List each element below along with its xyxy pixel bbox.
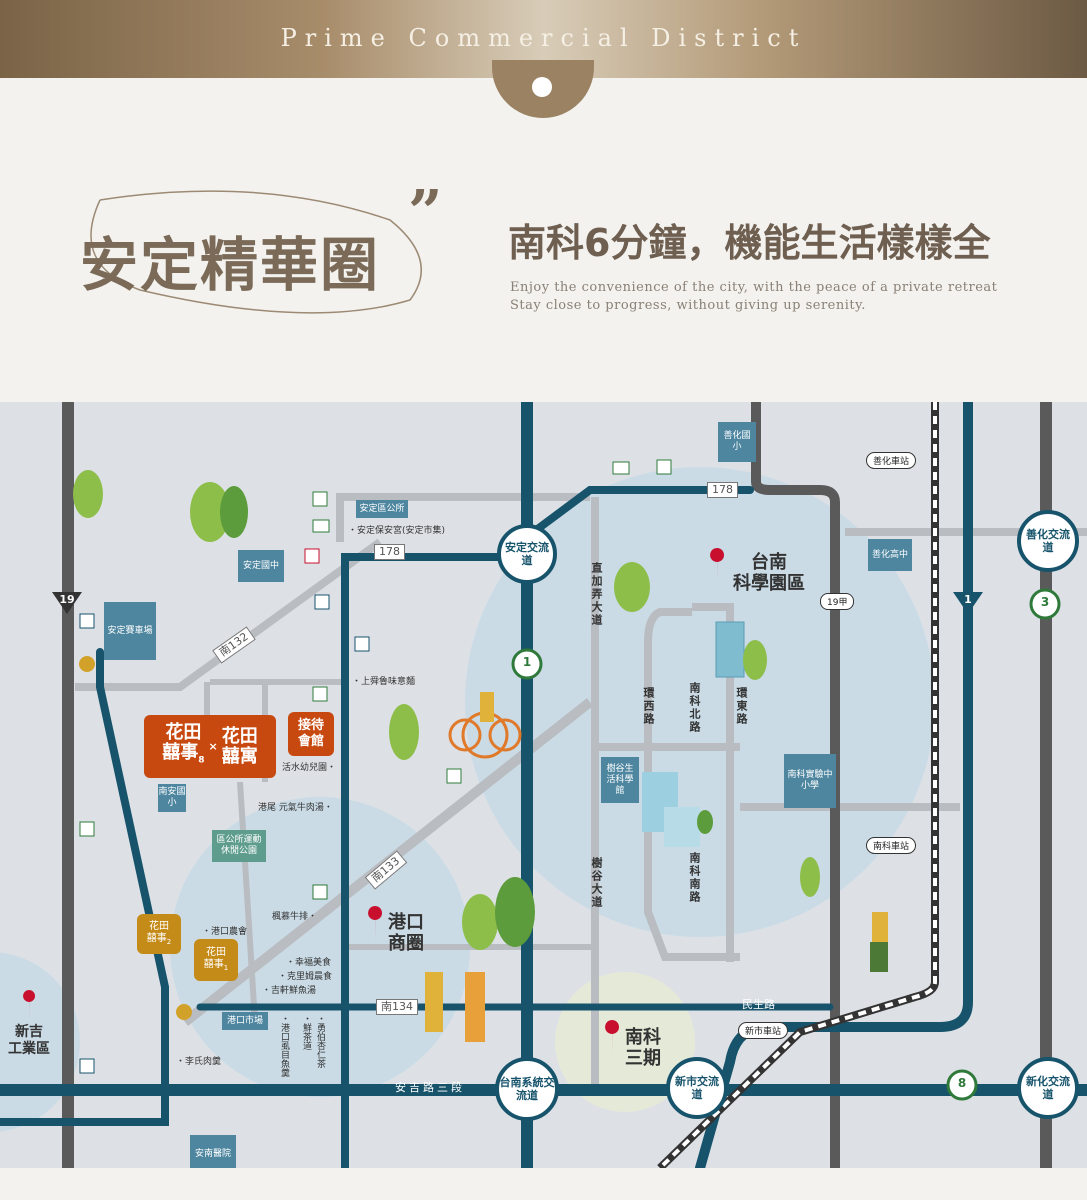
tainan-system-interchange[interactable]: 台南系統交流道 xyxy=(495,1057,559,1121)
route-19-shield: 19 xyxy=(59,593,75,606)
quote-mark: ” xyxy=(408,178,443,248)
gangkou-market-label: 港口市場 xyxy=(222,1012,268,1030)
poi-gangkou-farmers: ・港口農會 xyxy=(202,927,248,937)
banner-dot xyxy=(532,77,552,97)
road-nan134: 南134 xyxy=(376,999,418,1015)
description-line-2: Stay close to progress, without giving u… xyxy=(510,298,866,313)
shanhua-elementary-label: 善化國小 xyxy=(718,422,756,462)
poi-tea: ・鮮茶道 xyxy=(301,1014,311,1050)
xinhua-interchange[interactable]: 新化交流道 xyxy=(1017,1057,1079,1119)
shanhua-high-label: 善化高中 xyxy=(868,539,912,571)
project-huatian2-marker[interactable]: 花田囍事2 xyxy=(137,914,181,954)
route-19jia-shield: 19甲 xyxy=(820,593,855,610)
gangkou-district-label: 港口商圈 xyxy=(388,912,424,954)
shanhua-interchange[interactable]: 善化交流道 xyxy=(1017,510,1079,572)
xinshi-interchange[interactable]: 新市交流道 xyxy=(666,1057,728,1119)
poi-baoan-temple: ・安定保安宮(安定市集) xyxy=(348,526,446,536)
poi-kelimu: ・克里姆晨食 xyxy=(278,972,333,982)
road-anji: 安吉路三段 xyxy=(395,1081,465,1094)
shanhua-station[interactable]: 善化車站 xyxy=(866,452,917,469)
road-178-west: 178 xyxy=(374,544,405,560)
poi-huoshui-kindergarten: 活水幼兒園・ xyxy=(282,763,337,773)
freeway-3-shield: 3 xyxy=(1040,595,1050,609)
road-shugu: 樹谷大道 xyxy=(590,857,603,909)
road-huanxi: 環西路 xyxy=(642,687,655,726)
road-zhijia: 直加弄大道 xyxy=(590,562,603,627)
sports-park-label: 區公所運動休閒公園 xyxy=(212,830,266,862)
poi-gangwei-beef-soup: 港尾 元氣牛肉湯・ xyxy=(258,803,333,813)
title-swoosh xyxy=(90,190,422,314)
nanke-experimental-school-label: 南科實驗中小學 xyxy=(784,754,836,808)
poi-yongbo-almond: ・勇伯杏仁茶 xyxy=(315,1014,325,1068)
anding-depot-label: 安定賽車場 xyxy=(104,602,156,660)
page-subtitle: 南科6分鐘，機能生活樣樣全 xyxy=(508,221,991,265)
poi-fengmu-steak: 楓慕牛排・ xyxy=(272,912,318,922)
freeway-1-shield: 1 xyxy=(522,655,532,669)
nanan-elementary-label: 南安國小 xyxy=(158,784,186,812)
route-1-shield: 1 xyxy=(964,593,972,606)
reception-hall-marker[interactable]: 接待會館 xyxy=(288,712,334,756)
poi-li-pork-soup: ・李氏肉羹 xyxy=(176,1057,222,1067)
project-huatian1-marker[interactable]: 花田囍事1 xyxy=(194,939,238,981)
road-nankebei: 南科北路 xyxy=(688,682,701,734)
science-park-label: 台南科學園區 xyxy=(733,552,805,594)
times-sign: × xyxy=(208,739,218,753)
poi-jixuan: ・吉軒鮮魚湯 xyxy=(262,986,317,996)
nanke-phase3-label: 南科三期 xyxy=(625,1027,661,1069)
anding-district-office-label: 安定區公所 xyxy=(356,500,408,518)
poi-oyster-soup: ・港口虱目魚羹 xyxy=(279,1014,289,1077)
area-map: 安定區公所 安定國中 安定賽車場 南安國小 區公所運動休閒公園 港口市場 安南醫… xyxy=(0,402,1087,1168)
banner-title: Prime Commercial District xyxy=(280,24,807,52)
anding-junior-high-label: 安定國中 xyxy=(238,550,284,582)
poi-xingfu: ・幸福美食 xyxy=(286,958,332,968)
road-178-east: 178 xyxy=(707,482,738,498)
xinshi-station[interactable]: 新市車站 xyxy=(738,1022,789,1039)
freeway-8-shield: 8 xyxy=(957,1076,967,1090)
road-minsheng: 民生路 xyxy=(742,998,775,1011)
project-huatian-marker[interactable]: 花田囍事8 × 花田囍寓 xyxy=(144,715,276,778)
shugu-museum-label: 樹谷生活科學館 xyxy=(601,757,639,803)
project-huayu: 花田囍寓 xyxy=(221,725,258,767)
page-title: 安定精華圈 xyxy=(80,231,381,299)
poi-shangshun: ・上舜魯味意麵 xyxy=(352,677,416,687)
project-huatian8: 花田囍事8 xyxy=(162,721,205,766)
anding-interchange[interactable]: 安定交流道 xyxy=(497,524,557,584)
annan-hospital-label: 安南醫院 xyxy=(190,1135,236,1168)
road-nankenan: 南科南路 xyxy=(688,852,701,904)
xinji-industrial-label: 新吉工業區 xyxy=(8,1024,50,1057)
nanke-station[interactable]: 南科車站 xyxy=(866,837,917,854)
description-line-1: Enjoy the convenience of the city, with … xyxy=(510,280,998,295)
road-huandong: 環東路 xyxy=(735,687,748,726)
